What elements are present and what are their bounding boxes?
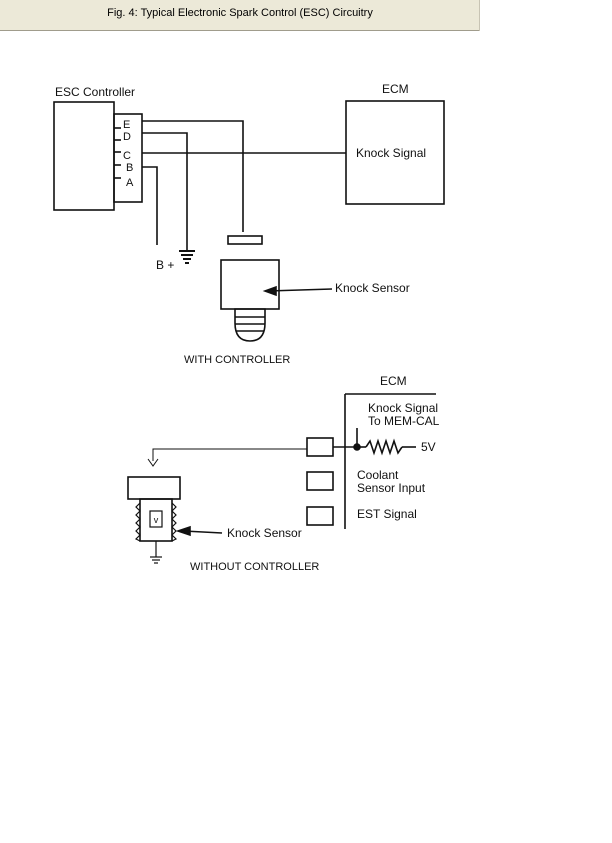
ecm-boundary-bottom [344,393,436,529]
arrowhead-top [262,285,277,297]
arrowhead-bottom [175,525,191,537]
esc-connector-block [113,113,143,203]
esc-controller-label: ESC Controller [55,85,135,99]
caption-with-controller: WITH CONTROLLER [184,354,290,366]
terminal-a-label: A [126,177,134,189]
knock-signal-line2: To MEM-CAL [368,414,440,428]
wire-terminal-caret [147,458,159,467]
knock-sensor-bottom: v [127,476,181,564]
coolant-label-line2: Sensor Input [357,481,426,495]
sensor-bulb [234,308,266,342]
knock-sensor-label-top: Knock Sensor [335,281,410,295]
sensor-element [149,510,163,528]
knock-sensor-label-bottom: Knock Sensor [227,526,302,540]
terminal-c-label: C [123,150,131,162]
knock-signal-label: Knock Signal [356,146,426,160]
ground-symbol [179,250,195,264]
coolant-terminal [306,471,334,491]
ecm-label-top: ECM [382,82,409,96]
voltage-label: 5V [421,440,436,454]
knock-sensor-top [220,235,280,342]
window-title: Fig. 4: Typical Electronic Spark Control… [107,7,373,19]
window-titlebar: Fig. 4: Typical Electronic Spark Control… [0,0,480,31]
knock-signal-line1: Knock Signal [368,401,438,415]
sensor-connector [227,235,263,245]
wire-b-to-battery [142,166,158,245]
terminal-b-label: B [126,162,133,174]
svg-text:v: v [154,515,159,525]
terminal-d-label: D [123,131,131,143]
battery-label: B + [156,258,174,272]
knock-sensor-leader-top [267,288,333,292]
coolant-label-line1: Coolant [357,468,399,482]
knock-signal-wire [152,448,307,461]
est-signal-label: EST Signal [357,507,417,521]
junction-dot [353,443,361,451]
wire-d-to-ground [142,132,188,250]
titlebar-edge [479,0,480,31]
knock-signal-terminal [306,437,334,457]
pullup-resistor [365,438,403,456]
terminal-e-label: E [123,119,130,131]
sensor-hex-head [127,476,181,500]
esc-controller [53,101,143,211]
caption-without-controller: WITHOUT CONTROLLER [190,561,319,573]
wire-e-to-knock-sensor [142,120,244,232]
esc-controller-box [53,101,115,211]
sensor-body [220,259,280,310]
ecm-label-bottom: ECM [380,374,407,388]
est-terminal [306,506,334,526]
